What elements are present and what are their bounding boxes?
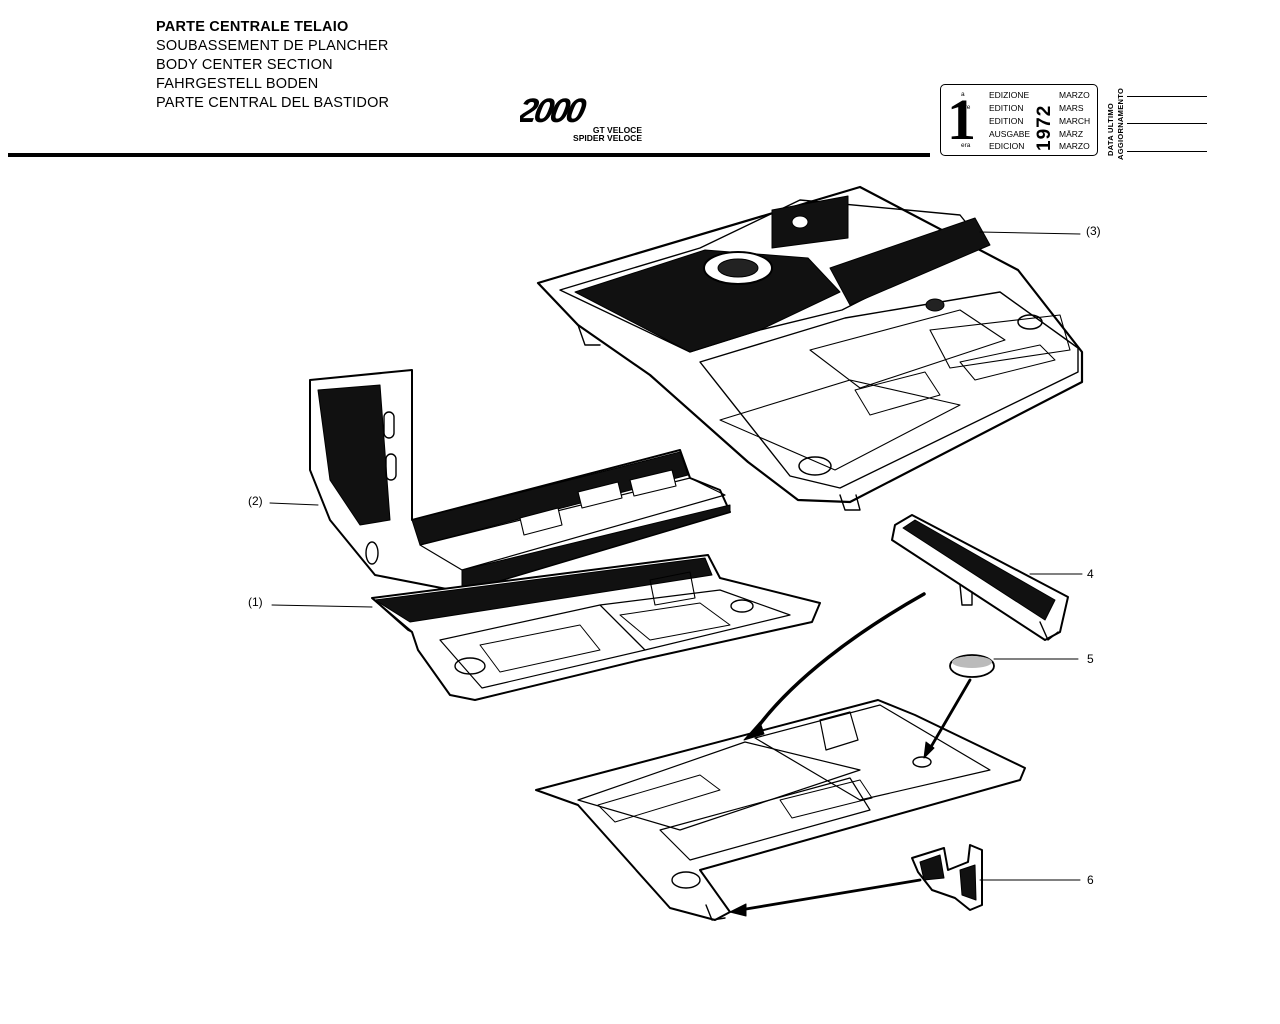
title-french: SOUBASSEMENT DE PLANCHER [156, 38, 389, 54]
edition-month-it: MARZO [1059, 90, 1090, 100]
title-italian: PARTE CENTRALE TELAIO [156, 19, 349, 35]
edition-year-text: 1972 [1035, 105, 1053, 151]
edition-year: 1972 [1035, 105, 1053, 151]
assembly-arrow-bracket [738, 878, 922, 912]
edition-suffix-es: era [961, 142, 971, 149]
callout-2: (2) [248, 494, 263, 508]
edition-word-en: EDITION [989, 116, 1024, 126]
edition-month-fr: MARS [1059, 103, 1084, 113]
logo-main-text: 2000 [520, 96, 589, 128]
callout-3: (3) [1086, 224, 1101, 238]
leader-line-3 [979, 231, 1081, 235]
edition-box: 1 a ère st . era EDIZIONE EDITION EDITIO… [940, 84, 1098, 156]
assembly-arrow-curved [750, 592, 926, 737]
assembly-arrow-head-3 [729, 903, 747, 917]
update-fill-line-1 [1127, 96, 1207, 97]
callout-6: 6 [1087, 873, 1094, 887]
logo-sub-spider-veloce: SPIDER VELOCE [573, 133, 642, 143]
update-fill-line-3 [1127, 151, 1207, 152]
part-5-plug-cap [949, 654, 995, 678]
edition-suffix-de: . [961, 130, 963, 137]
edition-suffix-fr: ère [961, 104, 971, 111]
lower-floor-panel [535, 699, 1026, 921]
part-3-floor-assembly [536, 185, 1084, 511]
edition-number: 1 [947, 87, 976, 152]
edition-word-es: EDICION [989, 141, 1025, 151]
edition-month-es: MARZO [1059, 141, 1090, 151]
part-6-bracket [911, 844, 983, 911]
part-1-floor-pan [371, 554, 821, 701]
title-block: PARTE CENTRALE TELAIO SOUBASSEMENT DE PL… [156, 18, 389, 113]
callout-4: 4 [1087, 567, 1094, 581]
edition-word-it: EDIZIONE [989, 90, 1030, 100]
leader-line-1 [271, 604, 373, 608]
edition-suffix-it: a [961, 91, 965, 98]
logo-sub-gt-veloce: GT VELOCE [592, 125, 642, 135]
part-4-crossmember [891, 514, 1069, 641]
edition-month-de: MÄRZ [1059, 129, 1084, 139]
logo-wordmark-2000: 2000 [514, 92, 589, 130]
update-fill-line-2 [1127, 123, 1207, 124]
edition-word-fr: EDITION [989, 103, 1024, 113]
model-logo: 2000 GT VELOCE SPIDER VELOCE [514, 92, 650, 146]
callout-1: (1) [248, 595, 263, 609]
part-2-sill-panel [309, 369, 731, 593]
edition-month-en: MARCH [1059, 116, 1091, 126]
title-english: BODY CENTER SECTION [156, 57, 333, 73]
header-rule [8, 153, 930, 157]
title-spanish: PARTE CENTRAL DEL BASTIDOR [156, 95, 390, 111]
title-german: FAHRGESTELL BODEN [156, 76, 319, 92]
assembly-arrow-head-1 [743, 721, 765, 741]
assembly-arrow-head-2 [923, 741, 935, 759]
edition-word-de: AUSGABE [989, 129, 1031, 139]
leader-line-2 [269, 502, 319, 506]
callout-5: 5 [1087, 652, 1094, 666]
edition-suffix-en: st [961, 117, 967, 124]
assembly-arrow-cap [926, 678, 972, 754]
